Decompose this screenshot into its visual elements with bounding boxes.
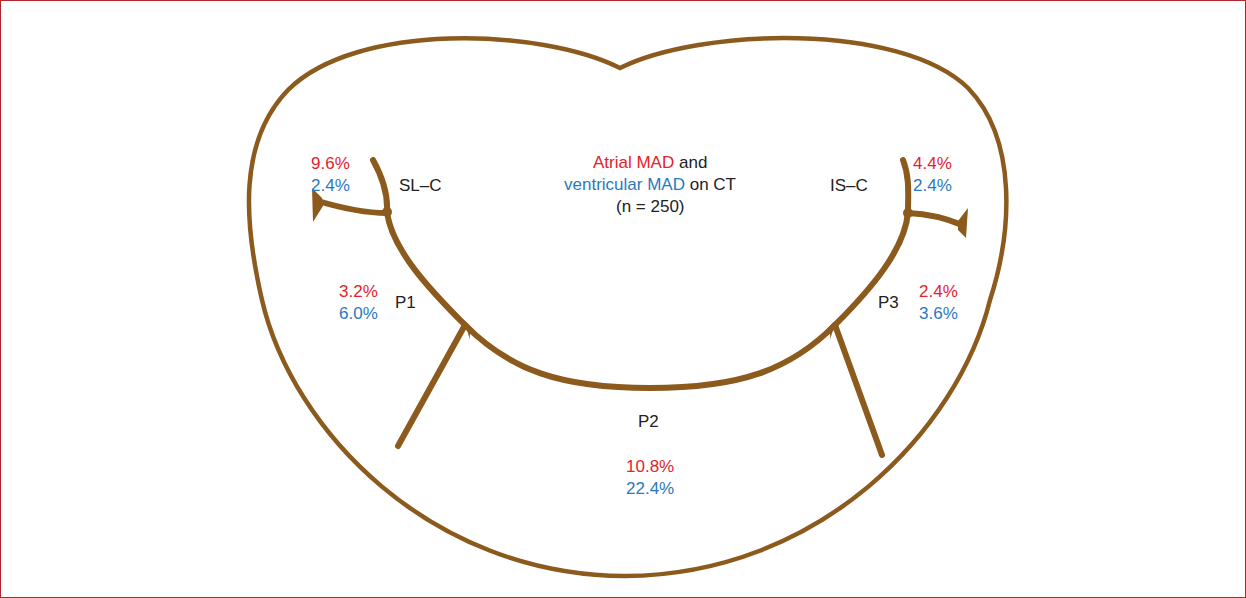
center-note-line: Atrial MAD and xyxy=(593,152,707,173)
atrial-percentage: 3.2% xyxy=(339,281,378,302)
coaptation-line xyxy=(318,160,962,455)
center-note-line: (n = 250) xyxy=(616,196,685,217)
atrial-percentage: 10.8% xyxy=(626,456,674,477)
scallop-label: IS–C xyxy=(830,175,868,196)
center-note-line: ventricular MAD on CT xyxy=(564,174,736,195)
scallop-label: P2 xyxy=(638,411,659,432)
scallop-label: P3 xyxy=(878,292,899,313)
scallop-label: SL–C xyxy=(399,175,442,196)
atrial-percentage: 2.4% xyxy=(919,281,958,302)
ventricular-percentage: 22.4% xyxy=(626,478,674,499)
ventricular-percentage: 3.6% xyxy=(919,303,958,324)
center-note: (n = 250) xyxy=(616,197,685,216)
annulus-outline xyxy=(249,38,1006,576)
scallop-label: P1 xyxy=(395,292,416,313)
atrial-percentage: 4.4% xyxy=(913,153,952,174)
center-note: Atrial MAD xyxy=(593,153,674,172)
commissure-flares xyxy=(312,188,968,340)
ventricular-percentage: 2.4% xyxy=(913,175,952,196)
center-note: and xyxy=(679,153,707,172)
ventricular-percentage: 2.4% xyxy=(311,175,350,196)
center-note: on CT xyxy=(690,175,736,194)
ventricular-percentage: 6.0% xyxy=(339,303,378,324)
atrial-percentage: 9.6% xyxy=(311,153,350,174)
center-note: ventricular MAD xyxy=(564,175,685,194)
